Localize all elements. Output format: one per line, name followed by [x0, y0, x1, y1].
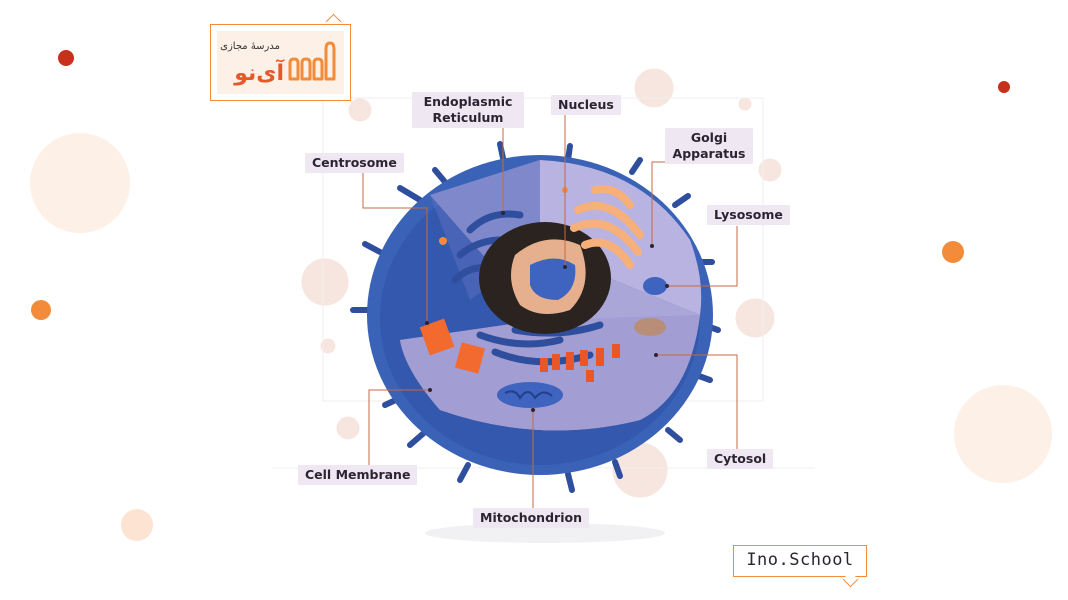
logo-bars-icon [288, 41, 336, 81]
background-decor [30, 50, 1052, 543]
logo-subtitle: مدرسهٔ مجازی [220, 41, 280, 52]
brand-ino-school: Ino.School [733, 545, 867, 577]
label-cytosol: Cytosol [707, 449, 774, 469]
membrane-receptors [350, 141, 721, 493]
label-mitochondrion: Mitochondrion [473, 508, 589, 528]
label-centrosome: Centrosome [305, 153, 404, 173]
mitochondrion-shape [497, 382, 563, 408]
nucleus-shape [479, 222, 611, 334]
lysosome-shape [643, 277, 667, 295]
label-lysosome: Lysosome [707, 205, 790, 225]
label-endoplasmic-reticulum: Endoplasmic Reticulum [412, 92, 524, 128]
leader-lines [362, 115, 738, 510]
label-nucleus: Nucleus [551, 95, 621, 115]
ribosomes-shape [540, 344, 620, 382]
logo-title: آی‌نو [234, 61, 284, 86]
centrosome-shape [419, 318, 485, 374]
label-golgi-apparatus: Golgi Apparatus [665, 128, 753, 164]
label-cell-membrane: Cell Membrane [298, 465, 418, 485]
ino-logo: مدرسهٔ مجازی آی‌نو [210, 24, 351, 101]
golgi-shape [570, 185, 644, 269]
